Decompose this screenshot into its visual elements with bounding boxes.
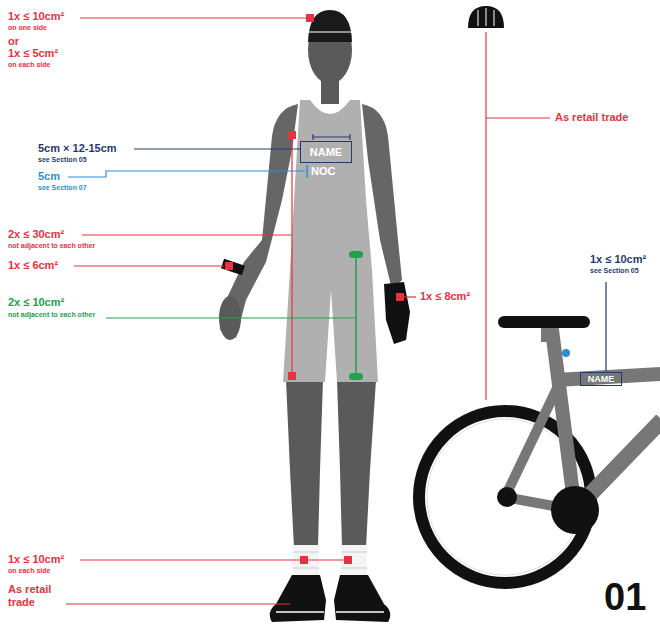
- name-text: NAME: [310, 146, 342, 158]
- name-box: NAME: [580, 372, 622, 386]
- rule-note: on each side: [8, 61, 50, 69]
- noc-mark: NOC: [311, 165, 335, 178]
- size-rule: 1x ≤ 8cm²: [420, 290, 470, 303]
- size-rule: 1x ≤ 10cm²: [8, 10, 64, 23]
- name-text: NAME: [588, 374, 615, 384]
- size-rule: 5cm × 12-15cm: [38, 142, 117, 155]
- page-number: 01: [604, 578, 646, 616]
- rule-connector: or: [8, 35, 19, 48]
- size-rule: 2x ≤ 30cm²: [8, 228, 64, 241]
- rule-note: on one side: [8, 24, 47, 32]
- rule-note: not adjacent to each other: [8, 311, 95, 319]
- size-rule: 2x ≤ 10cm²: [8, 296, 64, 309]
- section-ref: see Section 07: [38, 184, 87, 192]
- size-rule: As retail trade: [8, 583, 64, 608]
- athlete: [219, 10, 410, 622]
- leader-lines: [66, 14, 606, 604]
- section-ref: see Section 05: [38, 156, 87, 164]
- helmet: [468, 6, 504, 28]
- size-rule: 1x ≤ 5cm²: [8, 47, 58, 60]
- name-box: NAME: [300, 141, 352, 163]
- rule-note: on each side: [8, 567, 50, 575]
- bike: [419, 316, 660, 583]
- size-rule: 1x ≤ 10cm²: [590, 253, 646, 266]
- size-rule: As retail trade: [555, 111, 628, 124]
- size-rule: 1x ≤ 6cm²: [8, 259, 58, 272]
- section-ref: see Section 05: [590, 267, 639, 275]
- size-rule: 5cm: [38, 170, 60, 183]
- size-rule: 1x ≤ 10cm²: [8, 553, 64, 566]
- rule-note: not adjacent to each other: [8, 242, 95, 250]
